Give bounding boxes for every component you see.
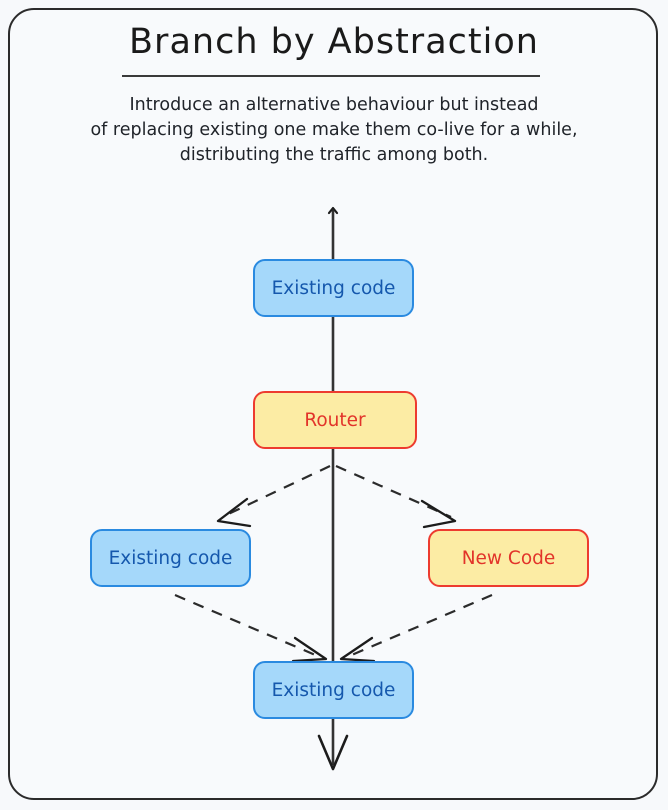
node-new-code-right[interactable]: New Code <box>428 529 589 587</box>
edge-right-to-bottom-arrowhead-icon <box>339 636 376 663</box>
node-router[interactable]: Router <box>253 391 417 449</box>
edge-router-to-right <box>335 464 452 519</box>
trunk-arrowhead-icon <box>317 734 349 771</box>
node-label: Existing code <box>108 547 233 569</box>
subtitle-line-3: distributing the traffic among both. <box>179 145 489 165</box>
page-subtitle: Introduce an alternative behaviour but i… <box>34 93 634 168</box>
trunk-top-cap-icon <box>327 206 339 215</box>
node-label: New Code <box>461 547 556 569</box>
node-label: Existing code <box>271 679 396 701</box>
title-underline <box>122 75 540 77</box>
edge-router-to-right-arrowhead-icon <box>420 499 457 529</box>
edge-left-to-bottom <box>174 593 321 659</box>
edge-right-to-bottom <box>346 593 493 659</box>
subtitle-line-1: Introduce an alternative behaviour but i… <box>129 95 539 115</box>
page-title: Branch by Abstraction <box>129 22 539 62</box>
edge-router-to-left-arrowhead-icon <box>216 497 252 528</box>
node-existing-code-left[interactable]: Existing code <box>90 529 251 587</box>
edge-router-to-left <box>221 465 331 518</box>
node-label: Existing code <box>271 277 396 299</box>
node-existing-code-top[interactable]: Existing code <box>253 259 414 317</box>
node-existing-code-bottom[interactable]: Existing code <box>253 661 414 719</box>
edge-left-to-bottom-arrowhead-icon <box>291 636 328 663</box>
subtitle-line-2: of replacing existing one make them co-l… <box>90 120 578 140</box>
node-label: Router <box>304 409 366 431</box>
